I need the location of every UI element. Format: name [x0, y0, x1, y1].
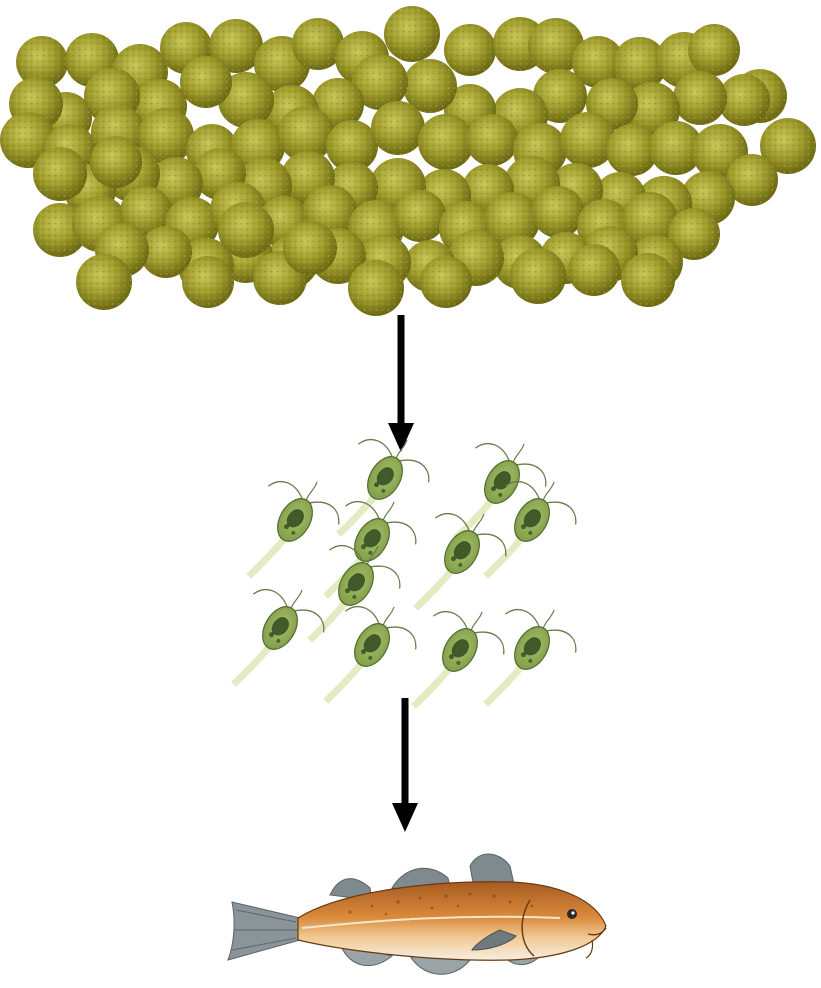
phytoplankton-cell-texture [420, 256, 472, 308]
phytoplankton-cell-texture [466, 114, 518, 166]
phytoplankton-cell-texture [560, 112, 616, 168]
zooplankton-group-icon [209, 420, 588, 732]
phytoplankton-cell-texture [688, 24, 740, 76]
phytoplankton-cell-texture [180, 56, 232, 108]
phytoplankton-cell-texture [348, 260, 404, 316]
phytoplankton-cluster-icon [0, 6, 816, 316]
cod-fish-icon [228, 854, 606, 974]
copepod-icon [461, 590, 588, 730]
phytoplankton-cell-texture [283, 221, 337, 275]
phytoplankton-cell-texture [673, 71, 727, 125]
phytoplankton-cell-texture [444, 24, 496, 76]
phytoplankton-cell-texture [510, 248, 566, 304]
arrow-zooplankton-to-fish [392, 698, 418, 832]
phytoplankton-cell-texture [532, 186, 584, 238]
phytoplankton-cell-texture [621, 253, 675, 307]
phytoplankton-cell-texture [384, 6, 440, 62]
phytoplankton-cell-texture [418, 114, 474, 170]
copepod-icon [461, 462, 588, 602]
copepod-icon [224, 462, 351, 602]
copepod-icon [301, 587, 428, 727]
copepod-icon [285, 526, 412, 666]
copepod-icon [209, 570, 336, 710]
phytoplankton-cell-texture [33, 147, 87, 201]
phytoplankton-cell-texture [76, 254, 132, 310]
phytoplankton-cell-texture [182, 256, 234, 308]
arrow-phytoplankton-to-zooplankton [388, 315, 414, 452]
phytoplankton-cell-texture [568, 244, 620, 296]
phytoplankton-cell-texture [394, 190, 446, 242]
copepod-icon [301, 482, 428, 622]
phytoplankton-cell-texture [218, 202, 274, 258]
phytoplankton-cell-texture [371, 101, 425, 155]
phytoplankton-cell-texture [90, 136, 142, 188]
